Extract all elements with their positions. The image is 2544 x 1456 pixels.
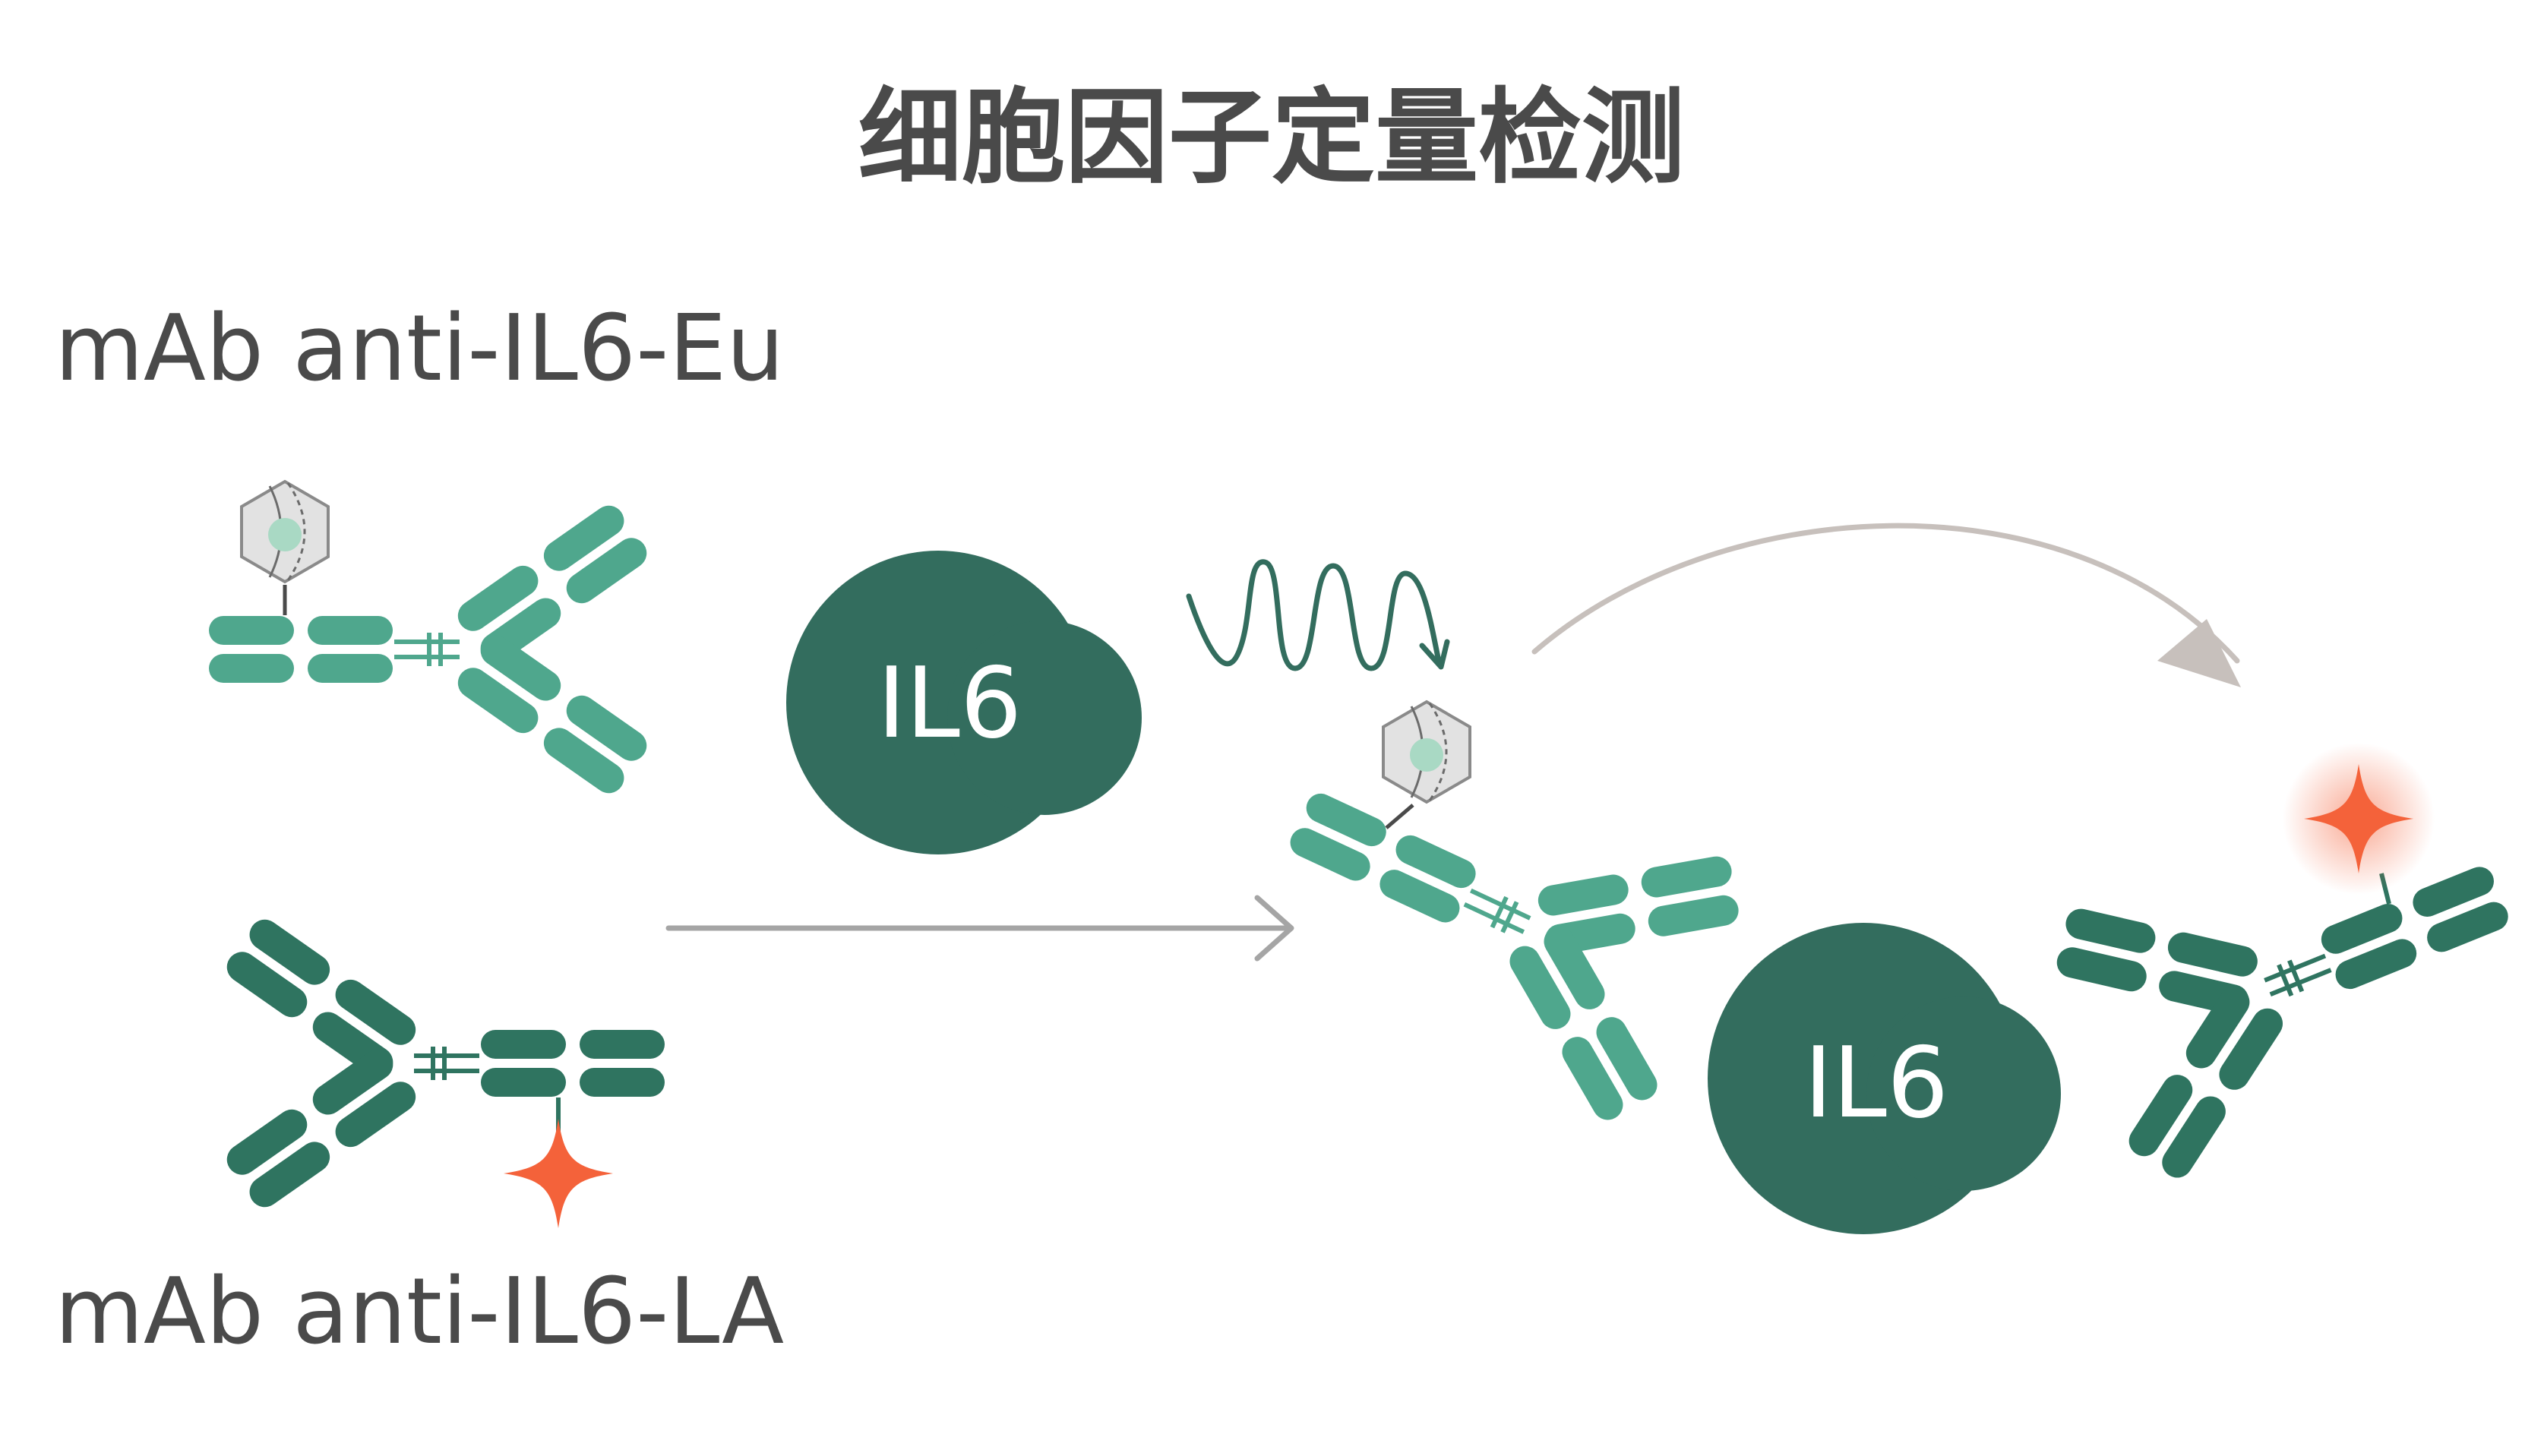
reaction-arrow [665,895,1294,962]
emission-star-icon [2283,743,2435,895]
il6-bound-label: IL6 [1804,1027,1949,1140]
diagram-title: 细胞因子定量检测 [858,78,1685,198]
il6-bound-blob: IL6 [1708,923,2061,1234]
bound-europium-chelate-icon [1382,700,1471,804]
light-wave-icon [1186,559,1450,671]
bound-donor-link [1385,804,1414,829]
bound-eu-antibody [1237,684,1765,1142]
il6-free-blob: IL6 [786,551,1142,854]
la-antibody-label: mAb anti-IL6-LA [55,1259,784,1365]
europium-chelate-hexagon-icon [240,480,330,583]
il6-free-label: IL6 [877,647,1022,760]
eu-antibody-label: mAb anti-IL6-Eu [55,296,784,402]
la-antibody [221,914,665,1213]
energy-transfer-arrow [1531,523,2241,687]
four-point-star-icon [504,1119,613,1228]
